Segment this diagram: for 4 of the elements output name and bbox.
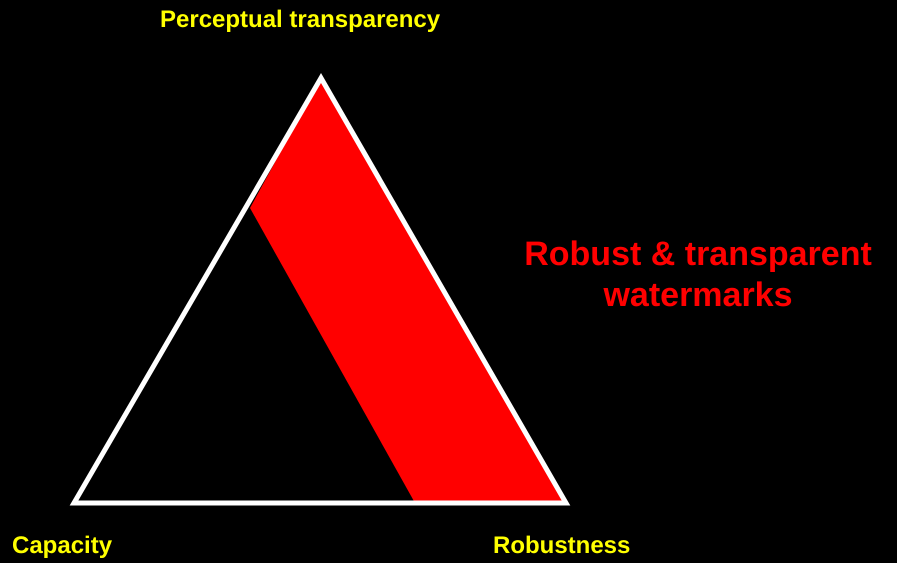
vertex-label: Robustness <box>493 532 630 561</box>
region-label: Robust & transparent watermarks <box>523 234 873 316</box>
vertex-label: Perceptual transparency <box>160 6 440 35</box>
vertex-label: Capacity <box>12 532 112 561</box>
